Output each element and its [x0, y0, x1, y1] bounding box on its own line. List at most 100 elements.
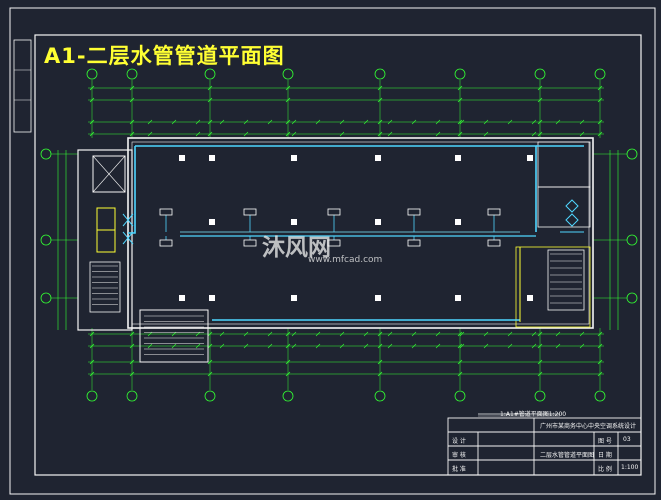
grid-axis-bubble-top	[454, 68, 466, 80]
air-outlet	[455, 219, 461, 225]
grid-axis-bubble-bottom	[594, 390, 606, 402]
air-outlet	[291, 155, 297, 161]
grid-axis-bubble-top	[126, 68, 138, 80]
air-outlet	[527, 155, 533, 161]
scale-note: 1:A1#管道平面图1:200	[500, 411, 567, 418]
dimension-tick	[579, 343, 585, 349]
fan-coil-unit	[243, 208, 257, 216]
dimension-tick	[339, 131, 345, 137]
title-block-label-approver: 批 准	[452, 466, 466, 473]
grid-axis-bubble-top	[594, 68, 606, 80]
grid-axis-bubble-top	[86, 68, 98, 80]
dimension-tick	[195, 119, 201, 125]
dimension-tick	[435, 343, 441, 349]
dimension-tick	[435, 119, 441, 125]
title-block-drawing-number: 03	[623, 436, 631, 443]
air-outlet	[209, 295, 215, 301]
grid-axis-bubble-left	[40, 234, 52, 246]
dimension-tick	[291, 119, 297, 125]
yellow-features	[96, 207, 521, 322]
dimension-tick	[411, 119, 417, 125]
title-block-label-scale: 比 例	[598, 466, 612, 473]
dimension-tick	[219, 331, 225, 337]
dimension-tick	[483, 343, 489, 349]
dimension-tick	[435, 331, 441, 337]
dimension-tick	[531, 119, 537, 125]
pipe-branches	[165, 215, 495, 240]
top-dimension-lines	[57, 85, 619, 330]
grid-axis-bubble-bottom	[86, 390, 98, 402]
fan-coil-unit	[487, 239, 501, 247]
air-outlet	[209, 155, 215, 161]
title-block-label-designer: 设 计	[452, 438, 466, 445]
fan-coil-unit	[407, 239, 421, 247]
dimension-tick	[435, 131, 441, 137]
bottom-stair	[139, 309, 209, 363]
dimension-tick	[315, 119, 321, 125]
right-stair	[515, 246, 591, 328]
title-block	[447, 417, 642, 476]
dimension-tick	[147, 131, 153, 137]
grid-axis-bubble-bottom	[454, 390, 466, 402]
dimension-tick	[387, 131, 393, 137]
watermark-url: www.mfcad.com	[308, 255, 383, 265]
dimension-tick	[147, 119, 153, 125]
grid-axis-bubble-top	[374, 68, 386, 80]
dimension-tick	[267, 331, 273, 337]
air-outlet	[375, 295, 381, 301]
dimension-tick	[483, 331, 489, 337]
fan-coil-unit	[327, 208, 341, 216]
dimension-tick	[579, 131, 585, 137]
dimension-tick	[387, 119, 393, 125]
grid-axis-bubble-bottom	[282, 390, 294, 402]
dimension-tick	[579, 119, 585, 125]
dimension-tick	[531, 131, 537, 137]
grid-axis-bubble-bottom	[534, 390, 546, 402]
dimension-tick	[531, 331, 537, 337]
dimension-tick	[219, 343, 225, 349]
dimension-tick	[291, 131, 297, 137]
title-block-label-number: 图 号	[598, 438, 612, 445]
air-outlet	[291, 295, 297, 301]
grid-axis-bubble-top	[204, 68, 216, 80]
grid-axis-bubble-bottom	[126, 390, 138, 402]
dimension-tick	[387, 343, 393, 349]
fan-coil-units	[159, 208, 501, 247]
dimension-tick	[459, 343, 465, 349]
dimension-tick	[555, 331, 561, 337]
dimension-tick	[315, 331, 321, 337]
dimension-tick	[219, 119, 225, 125]
air-outlet	[209, 219, 215, 225]
left-stair	[89, 261, 121, 313]
grid-axis-bubble-top	[282, 68, 294, 80]
drawing-title: A1-二层水管管道平面图	[44, 44, 285, 68]
title-block-label-date: 日 期	[598, 452, 612, 459]
air-outlet	[375, 155, 381, 161]
fan-coil-unit	[487, 208, 501, 216]
dimension-tick	[555, 119, 561, 125]
building-walls	[77, 137, 594, 363]
dimension-tick	[387, 331, 393, 337]
water-pipes	[128, 145, 584, 321]
air-outlet	[179, 295, 185, 301]
dimension-tick	[459, 331, 465, 337]
dimension-tick	[171, 343, 177, 349]
dimension-tick	[483, 131, 489, 137]
dimension-tick	[243, 331, 249, 337]
dimension-tick	[243, 343, 249, 349]
inner-frame	[34, 34, 642, 476]
air-outlet	[291, 219, 297, 225]
fan-coil-unit	[159, 239, 173, 247]
dimension-tick	[363, 119, 369, 125]
watermark-logo: 沐风网	[262, 235, 331, 261]
dimension-tick	[339, 119, 345, 125]
dimension-tick	[483, 119, 489, 125]
grid-axis-bubble-bottom	[204, 390, 216, 402]
fan-coil-unit	[243, 239, 257, 247]
grid-axis-bubble-right	[626, 148, 638, 160]
stair-treads	[92, 253, 582, 355]
title-block-label-checker: 审 核	[452, 452, 466, 459]
grid-axis-bubble-left	[40, 148, 52, 160]
